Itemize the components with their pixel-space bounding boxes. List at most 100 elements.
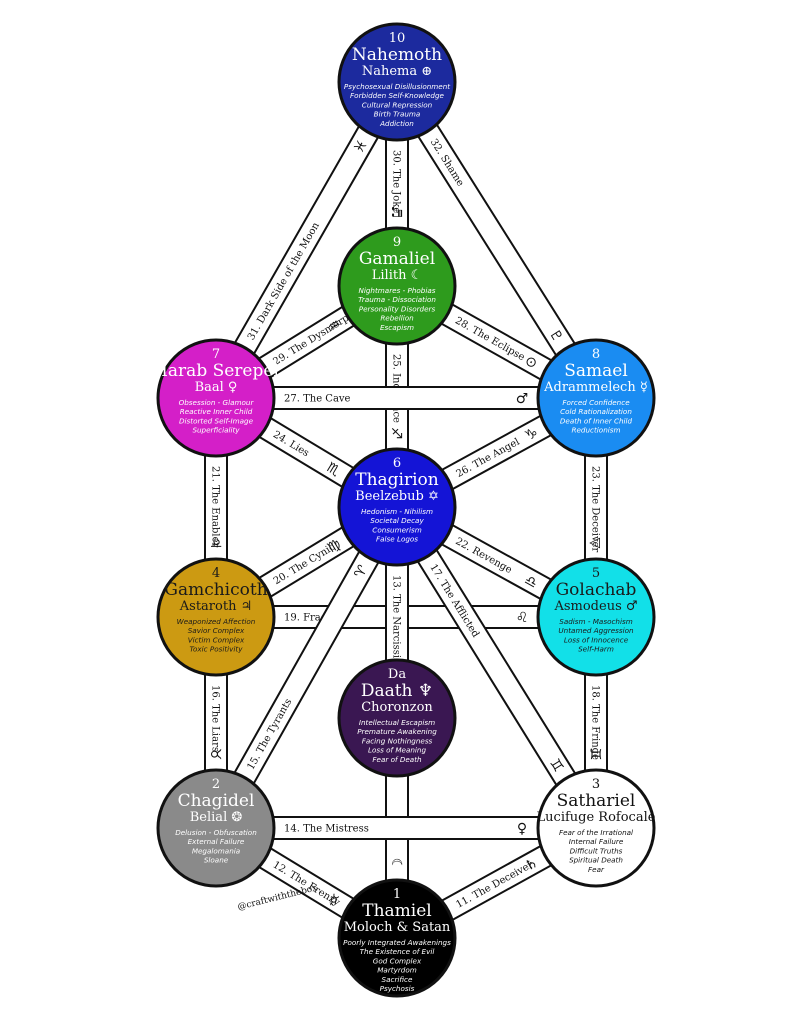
node-description-line: Fear of the Irrational xyxy=(559,828,633,837)
node-description-line: Trauma - Dissociation xyxy=(358,295,436,304)
node-subtitle: Asmodeus ♂ xyxy=(553,599,637,614)
node-name: Harab Serepel xyxy=(153,361,279,381)
node-description-line: Sadism - Masochism xyxy=(559,617,632,626)
node-description-line: Poorly Integrated Awakenings xyxy=(343,938,451,947)
node-description-line: Superficiality xyxy=(192,426,240,435)
node-number: 6 xyxy=(393,456,401,471)
node-number: 5 xyxy=(592,566,600,581)
node-description-line: Nightmares - Phobias xyxy=(359,286,436,295)
node-number: 7 xyxy=(212,347,220,362)
node-circle xyxy=(156,768,276,888)
node-description-line: Sloane xyxy=(204,856,229,865)
node-number: 3 xyxy=(592,777,600,792)
node-subtitle: Moloch & Satan xyxy=(344,920,451,935)
node-number: 9 xyxy=(393,235,401,250)
path-symbol-icon: ♉ xyxy=(207,748,223,761)
node-description-line: Spiritual Death xyxy=(569,856,623,865)
node-name: Gamchicoth xyxy=(164,580,267,600)
node-description-line: God Complex xyxy=(373,956,422,965)
node-circle xyxy=(337,22,457,142)
path-symbol-icon: ▽ xyxy=(587,538,603,549)
node-description-line: Internal Failure xyxy=(569,837,624,846)
node-description-line: Self-Harm xyxy=(578,645,614,654)
node-description-line: Forced Confidence xyxy=(562,398,630,407)
node-description-line: External Failure xyxy=(188,837,245,846)
node-number: 10 xyxy=(389,31,406,46)
node-description-line: Fear of Death xyxy=(372,755,422,764)
node-circle xyxy=(156,557,276,677)
node-description-line: Facing Nothingness xyxy=(362,736,433,745)
node-description-line: Cold Rationalization xyxy=(560,407,632,416)
node-number: Da xyxy=(388,667,406,682)
node-description-line: Escapism xyxy=(380,323,414,332)
path-label: 27. The Cave xyxy=(284,394,351,405)
node-description-line: Difficult Truths xyxy=(570,846,623,855)
node-description-line: Reductionism xyxy=(572,426,621,435)
node-description-line: Savior Complex xyxy=(188,626,245,635)
path-label: 14. The Mistress xyxy=(284,824,369,835)
node-circle xyxy=(337,658,457,778)
node-name: Daath ♆ xyxy=(361,681,433,701)
node-name: Sathariel xyxy=(557,791,636,811)
node-circle xyxy=(156,338,276,458)
node-subtitle: Belial ❂ xyxy=(190,810,243,825)
node-number: 1 xyxy=(393,887,401,902)
node-description-line: Forbidden Self-Knowledge xyxy=(350,91,444,100)
node-circle xyxy=(337,447,457,567)
node-name: Thamiel xyxy=(362,901,431,921)
node-description-line: Premature Awakening xyxy=(357,727,437,736)
node-description-line: The Existence of Evil xyxy=(360,947,435,956)
node-name: Samael xyxy=(564,361,628,381)
node-description-line: Sacrifice xyxy=(382,975,413,984)
node-description-line: Martyrdom xyxy=(377,966,417,975)
path-symbol-icon: ♂ xyxy=(516,391,529,407)
node-description-line: False Logos xyxy=(376,535,418,544)
node-description-line: Untamed Aggression xyxy=(558,626,634,635)
path-label: 13. The Narcissist xyxy=(391,575,402,667)
credit-handle: @craftwiththebox xyxy=(237,883,319,912)
node-description-line: Megalomania xyxy=(192,846,240,855)
path-label: 16. The Liars xyxy=(210,685,221,752)
node-description-line: Loss of Innocence xyxy=(564,635,629,644)
path-symbol-icon: ♀ xyxy=(517,821,527,837)
node-subtitle: Lucifuge Rofocale xyxy=(537,810,656,825)
path-label: 23. The Deceiver xyxy=(590,466,601,553)
node-description-line: Delusion - Obfuscation xyxy=(175,828,257,837)
path-label: 31. Dark Side of the Moon xyxy=(246,220,322,342)
node-circle xyxy=(536,338,656,458)
node-description-line: Cultural Repression xyxy=(362,100,433,109)
path-symbol-icon: ♌ xyxy=(516,610,529,626)
node-subtitle: Choronzon xyxy=(361,700,433,715)
path-label: 18. The Fringe xyxy=(590,685,601,760)
path-symbol-icon: ♐ xyxy=(388,427,404,440)
node-description-line: Toxic Positivity xyxy=(190,645,244,654)
node-description-line: Rebellion xyxy=(380,314,414,323)
node-number: 8 xyxy=(592,347,600,362)
path-symbol-icon: ♃ xyxy=(207,537,223,550)
node-description-line: Intellectual Escapism xyxy=(359,718,435,727)
node-circle xyxy=(337,226,457,346)
node-name: Nahemoth xyxy=(352,45,442,65)
node-circle xyxy=(536,768,656,888)
path-label: 30. The Joke xyxy=(391,150,402,213)
node-name: Thagirion xyxy=(355,470,439,490)
node-subtitle: Lilith ☾ xyxy=(372,268,423,283)
node-circle xyxy=(536,557,656,677)
node-number: 2 xyxy=(212,777,220,792)
node-subtitle: Adrammelech ☿ xyxy=(543,380,648,395)
node-circle xyxy=(337,878,457,998)
path-symbol-icon: ♬ xyxy=(388,206,404,219)
node-description-line: Death of Inner Child xyxy=(560,416,633,425)
node-description-line: Personality Disorders xyxy=(359,304,436,313)
node-name: Golachab xyxy=(556,580,637,600)
